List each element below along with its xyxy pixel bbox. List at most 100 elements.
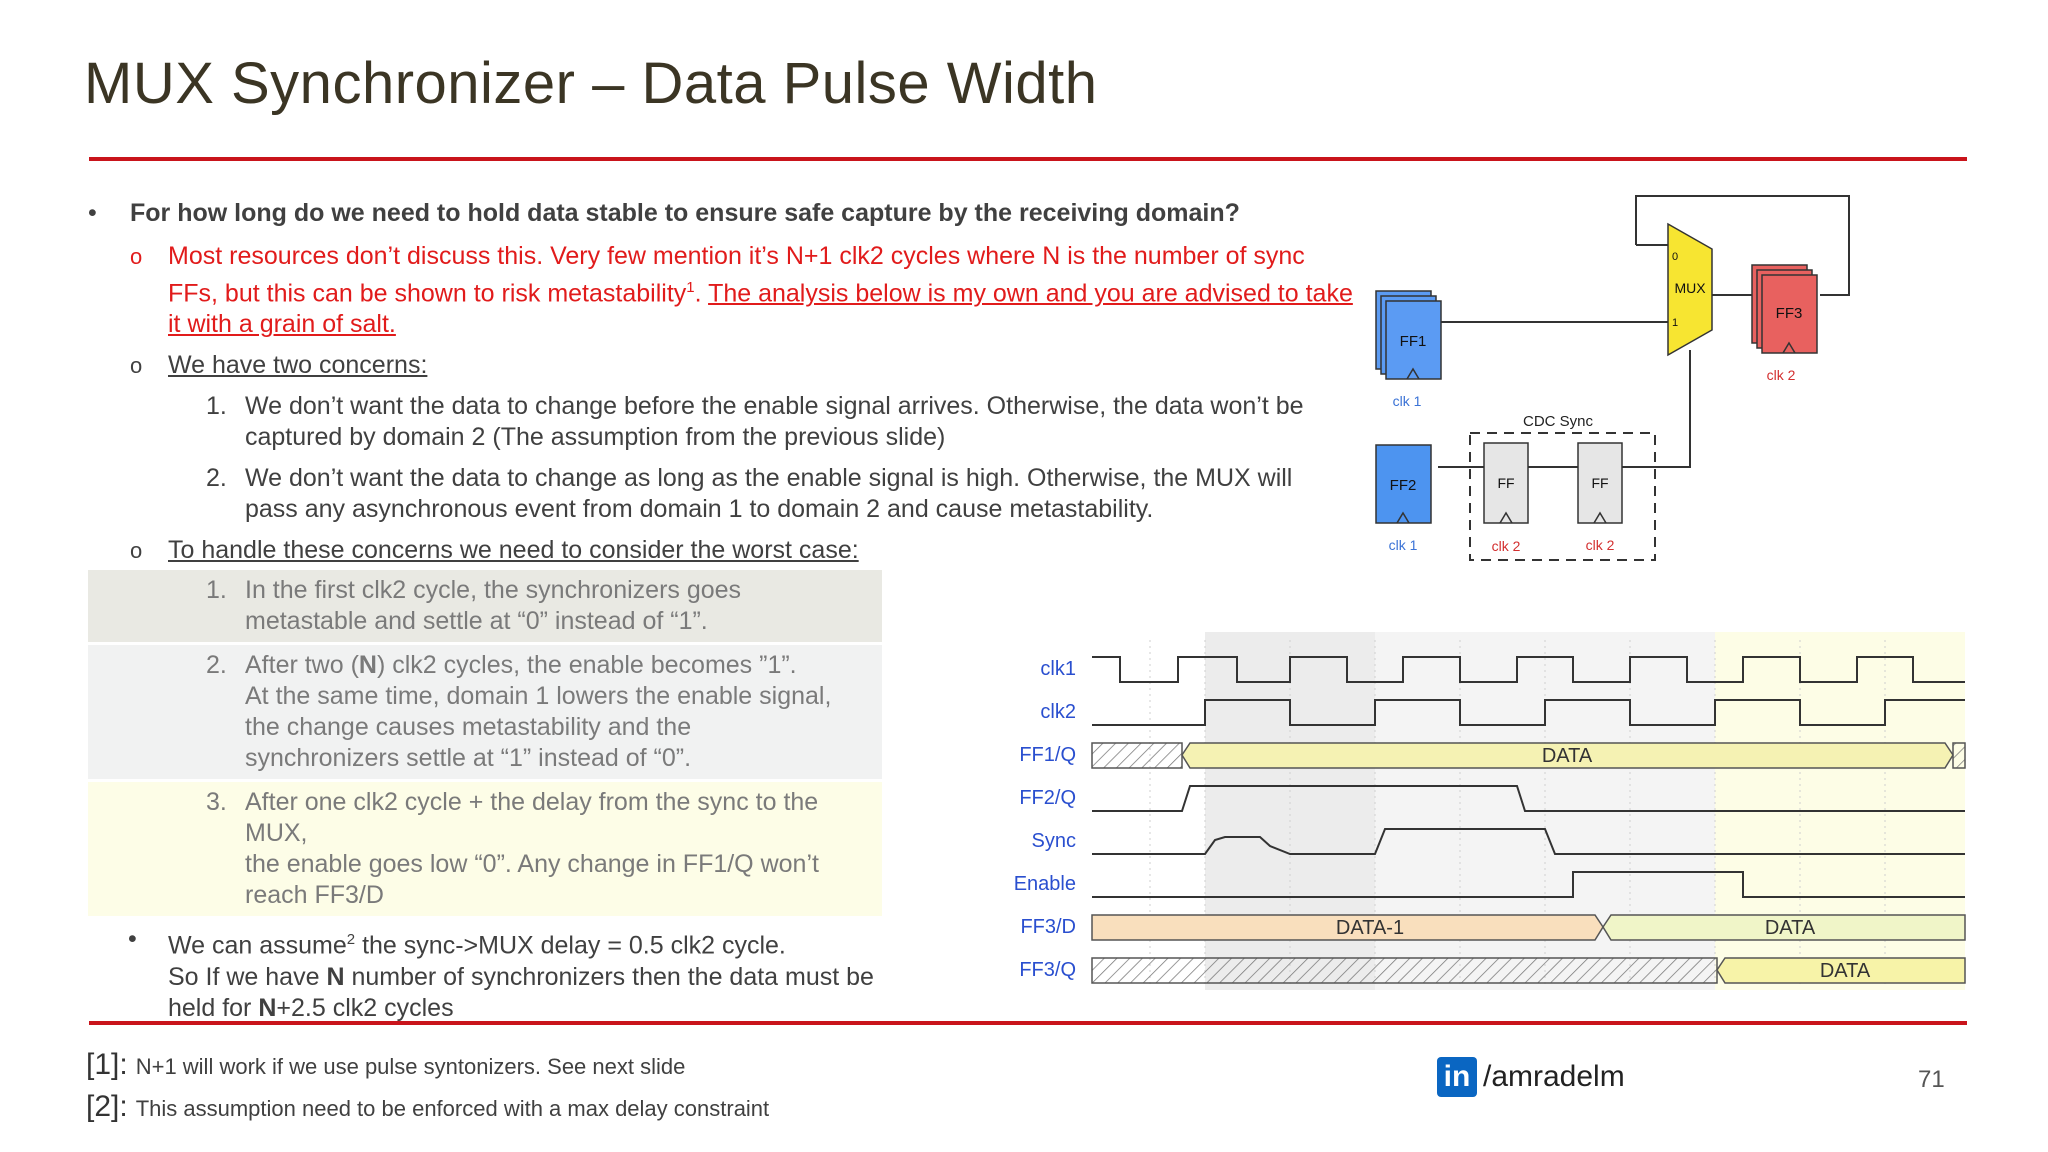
- footnote-1-text: N+1 will work if we use pulse syntonizer…: [135, 1054, 686, 1079]
- sync-ff-1-clock-mark: [1499, 511, 1513, 524]
- wc2-text-d: At the same time, domain 1 lowers the en…: [245, 682, 832, 773]
- cdc-sync-box: [1469, 432, 1656, 561]
- ff2-clock-mark: [1396, 511, 1410, 524]
- feedback-wire: [1635, 195, 1850, 296]
- title-divider: [89, 157, 1967, 161]
- resources-note: o Most resources don’t discuss this. Ver…: [88, 241, 1368, 340]
- footnote-2-mark: [2]:: [86, 1090, 128, 1123]
- assume-e: number of synchronizers then the data mu…: [344, 962, 874, 991]
- mux-synchronizer-circuit: FF1 clk 1 0 1 MUX FF3 clk 2 CDC Sync FF2…: [1375, 195, 1850, 561]
- question-text: For how long do we need to hold data sta…: [130, 199, 1240, 227]
- ff3d-data-label: DATA: [1765, 917, 1816, 939]
- sync-ff-1-label: FF: [1497, 475, 1514, 491]
- ff2-block: [1375, 444, 1432, 524]
- footnote-ref-1[interactable]: 1: [686, 279, 695, 296]
- page-number: 71: [1918, 1066, 1945, 1093]
- sync-to-mux-wire: [1595, 350, 1691, 468]
- ff3-clk-label: clk 2: [1767, 367, 1796, 383]
- concern-1: 1. We don’t want the data to change befo…: [88, 391, 1315, 453]
- slide-title: MUX Synchronizer – Data Pulse Width: [84, 51, 1098, 116]
- bullet-marker: •: [88, 199, 97, 227]
- worst-case-1-text: In the first clk2 cycle, the synchronize…: [245, 576, 742, 636]
- wc2-text-a: After two (: [245, 651, 359, 680]
- assume-a: We can assume: [168, 931, 347, 960]
- ff3d-prev-data-segment: [1091, 914, 1604, 941]
- assume-n: N: [326, 962, 345, 991]
- question-bullet: • For how long do we need to hold data s…: [88, 198, 1318, 229]
- mux-in0-label: 0: [1672, 251, 1678, 263]
- linkedin-handle: /amradelm: [1483, 1060, 1625, 1093]
- ff1-block: [1385, 300, 1442, 380]
- ff1q-unknown-before: [1091, 742, 1183, 769]
- concerns-heading: o We have two concerns:: [88, 350, 1318, 381]
- ff2q-waveform: [1092, 785, 1965, 812]
- number-marker: 1.: [206, 576, 227, 605]
- signal-label-ff1q: FF1/Q: [1019, 744, 1076, 766]
- sync-waveform: [1092, 828, 1965, 855]
- linkedin-brand[interactable]: in /amradelm: [1437, 1057, 1625, 1097]
- sub-marker: o: [130, 353, 143, 379]
- ff1q-data-label: DATA: [1542, 745, 1593, 767]
- assume-b: the sync->MUX delay = 0.5 clk2 cycle.: [355, 931, 786, 960]
- number-marker: 2.: [206, 464, 227, 493]
- linkedin-icon: in: [1437, 1057, 1477, 1097]
- concern-1-text: We don’t want the data to change before …: [245, 392, 1304, 452]
- signal-label-ff3q: FF3/Q: [1019, 959, 1076, 981]
- sync-ff-2-clock-mark: [1593, 511, 1607, 524]
- note-sep: .: [694, 279, 709, 308]
- footnote-2-text: This assumption need to be enforced with…: [135, 1096, 770, 1121]
- worst-case-2: 2. After two (N) clk2 cycles, the enable…: [88, 645, 882, 780]
- signal-label-clk1: clk1: [1040, 658, 1076, 680]
- ff2-label: FF2: [1390, 477, 1417, 494]
- concerns-title: We have two concerns:: [168, 351, 428, 380]
- timing-diagram: clk1 clk2 FF1/Q FF2/Q Sync Enable FF3/D …: [1014, 632, 1966, 990]
- ff1-clock-mark: [1406, 367, 1420, 380]
- sub-marker: o: [130, 538, 143, 564]
- ff3q-data-segment: [1716, 957, 1966, 984]
- clk2-waveform: [1092, 699, 1965, 726]
- sync-ff-1-block: [1483, 442, 1529, 524]
- signal-label-sync: Sync: [1032, 830, 1076, 852]
- footnote-ref-2[interactable]: 2: [346, 931, 356, 949]
- slide-content: • For how long do we need to hold data s…: [88, 198, 1353, 1036]
- sync-ff-2-clk-label: clk 2: [1586, 537, 1615, 553]
- signal-label-ff3d: FF3/D: [1020, 916, 1076, 938]
- wc2-n: N: [358, 651, 377, 680]
- footnote-2: [2]: This assumption need to be enforced …: [86, 1090, 769, 1124]
- number-marker: 1.: [206, 392, 227, 421]
- signal-label-enable: Enable: [1014, 873, 1076, 895]
- ff3d-data-segment: [1602, 914, 1966, 941]
- ff2-clk-label: clk 1: [1389, 537, 1418, 553]
- ff3-block: [1761, 274, 1818, 354]
- number-marker: 3.: [206, 788, 227, 817]
- ff1q-unknown-after: [1952, 742, 1966, 769]
- cdc-sync-label: CDC Sync: [1523, 413, 1594, 430]
- worst-case-3: 3. After one clk2 cycle + the delay from…: [88, 782, 882, 917]
- clk1-waveform: [1092, 656, 1965, 683]
- enable-waveform: [1092, 871, 1965, 898]
- note-text: Most resources don’t discuss this. Very …: [168, 242, 1305, 308]
- ff3q-unknown-segment: [1091, 957, 1718, 984]
- assume-f: held for: [168, 993, 259, 1022]
- wc3-text-a: After one clk2 cycle + the delay from th…: [245, 788, 819, 848]
- ff3q-data-label: DATA: [1820, 960, 1871, 982]
- wc3-text-b: the enable goes low “0”. Any change in F…: [245, 850, 819, 910]
- assume-h: +2.5 clk2 cycles: [276, 993, 454, 1022]
- sync-ff-2-block: [1577, 442, 1623, 524]
- assumption-bullet: • We can assume2 the sync->MUX delay = 0…: [88, 924, 1318, 1023]
- sync-ff-1-clk-label: clk 2: [1492, 538, 1521, 554]
- ff3d-prev-label: DATA-1: [1336, 917, 1404, 939]
- ff3-clock-mark: [1782, 341, 1796, 354]
- mux-label: MUX: [1674, 280, 1706, 296]
- ff3-label: FF3: [1776, 305, 1803, 322]
- concern-2: 2. We don’t want the data to change as l…: [88, 463, 1295, 525]
- worst-case-heading: o To handle these concerns we need to co…: [88, 535, 1318, 566]
- number-marker: 2.: [206, 651, 227, 680]
- footer-divider: [89, 1021, 1967, 1025]
- ff1-label: FF1: [1400, 333, 1427, 350]
- sync-ff-2-label: FF: [1591, 475, 1608, 491]
- concern-2-text: We don’t want the data to change as long…: [245, 464, 1293, 524]
- wc2-text-c: ) clk2 cycles, the enable becomes ”1”.: [376, 651, 797, 680]
- worst-case-title: To handle these concerns we need to cons…: [168, 536, 859, 565]
- signal-label-clk2: clk2: [1040, 701, 1076, 723]
